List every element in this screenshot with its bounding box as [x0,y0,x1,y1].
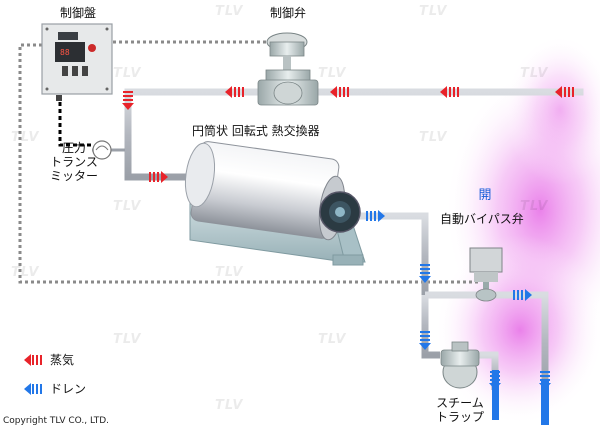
drain-flow-arrow [419,331,431,350]
steam-flow-arrow [440,86,459,98]
steam-legend-label: 蒸気 [50,353,75,367]
watermark-tlv: TLV [11,130,40,145]
watermark-tlv: TLV [318,332,347,347]
heat-exchanger-label: 円筒状 回転式 熱交換器 [192,124,320,138]
drain-flow-arrow [489,371,501,390]
drain-flow-arrow [513,289,532,301]
drain-flow-arrow [366,210,385,222]
drain-legend-label: ドレン [50,382,87,396]
drain-legend-icon [24,383,42,395]
watermark-tlv: TLV [215,4,244,19]
steam-flow-arrow [122,91,134,110]
signal-lines [18,40,480,284]
control-valve-body [257,32,319,106]
steam-flow-arrow [330,86,349,98]
valve-state-label: 開 [478,188,492,203]
steam-legend-icon [24,354,42,366]
watermark-tlv: TLV [520,66,549,81]
pressure-transmitter-label: 圧力 トランス ミッター [49,141,98,183]
watermark-tlv: TLV [215,398,244,413]
steam-flow-arrow [555,86,574,98]
bypass-valve-body [469,247,503,302]
drain-flow-arrow [419,264,431,283]
watermark-tlv: TLV [318,66,347,81]
watermark-tlv: TLV [215,265,244,280]
pressure-tap [92,140,125,160]
flow-arrows [122,86,574,390]
copyright-text: Copyright TLV CO., LTD. [3,416,110,426]
svg-text:88: 88 [60,48,70,57]
steam-flow-arrow [225,86,244,98]
steam-trap-body [440,341,480,389]
watermark-tlv: TLV [520,199,549,214]
steam-trap-label: スチーム トラップ [435,396,484,424]
watermark-tlv: TLV [113,199,142,214]
drain-flow-arrow [539,371,551,390]
drain-outlets [492,370,549,425]
watermark-tlv: TLV [113,66,142,81]
heat-exchanger-body [184,141,366,266]
watermark-tlv: TLV [113,332,142,347]
control-valve-label: 制御弁 [269,6,306,20]
bypass-valve-label: 自動バイパス弁 [440,212,524,226]
watermark-tlv: TLV [419,130,448,145]
control-panel-box: 88 [41,23,113,101]
watermark-tlv: TLV [11,265,40,280]
control-panel-label: 制御盤 [59,6,96,20]
steam-flow-arrow [149,171,168,183]
watermark-tlv: TLV [419,4,448,19]
